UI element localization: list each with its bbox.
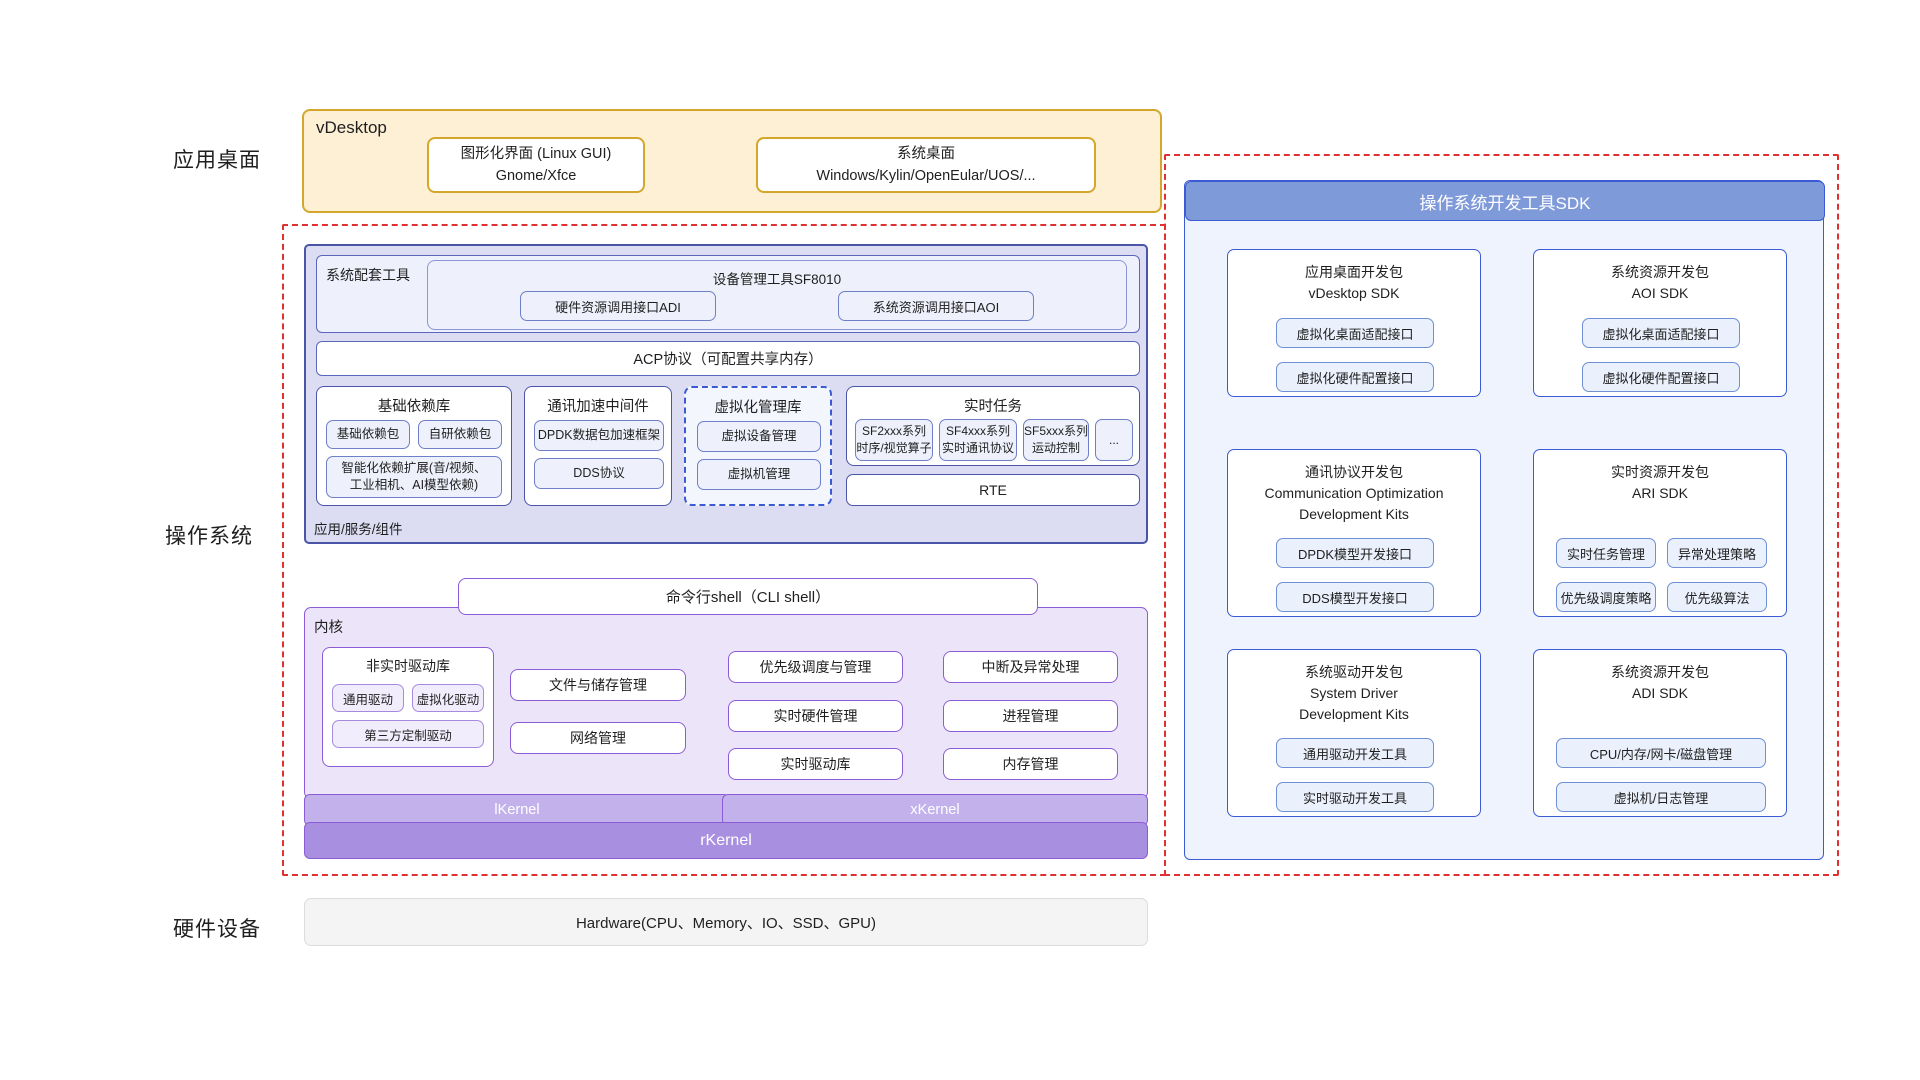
chip-sf2xxx-series[interactable]: SF2xxx系列 时序/视觉算子 [855,419,933,461]
chip-dpdk-framework[interactable]: DPDK数据包加速框架 [534,420,664,451]
sdk-card-adi-title: 系统资源开发包 ADI SDK [1611,664,1709,701]
sdk-card-ari: 实时资源开发包 ARI SDK 实时任务管理 异常处理策略 优先级调度策略 优先… [1533,449,1787,617]
rte-bar[interactable]: RTE [846,474,1140,506]
non-realtime-driver-title: 非实时驱动库 [366,658,450,674]
chip-virtual-device-management[interactable]: 虚拟设备管理 [697,421,821,452]
sdk-panel-header: 操作系统开发工具SDK [1185,181,1825,221]
sdk-chip-system-driver-0[interactable]: 通用驱动开发工具 [1276,738,1434,768]
device-manager-tool[interactable]: 设备管理工具SF8010 硬件资源调用接口ADI 系统资源调用接口AOI [427,260,1127,330]
library-virtualization-title: 虚拟化管理库 [714,400,802,416]
sdk-panel: 操作系统开发工具SDK 应用桌面开发包 vDesktop SDK 虚拟化桌面适配… [1184,180,1825,860]
chip-hardware-resource-adi[interactable]: 硬件资源调用接口ADI [520,291,716,321]
sdk-chip-ari-1[interactable]: 异常处理策略 [1667,538,1767,568]
chip-thirdparty-custom-driver[interactable]: 第三方定制驱动 [332,720,484,748]
box-file-storage-management[interactable]: 文件与储存管理 [510,669,686,701]
box-interrupt-exception[interactable]: 中断及异常处理 [943,651,1118,683]
row-label-operating-system: 操作系统 [165,525,253,548]
sdk-chip-adi-1[interactable]: 虚拟机/日志管理 [1556,782,1766,812]
chip-general-driver[interactable]: 通用驱动 [332,684,404,712]
acp-protocol-bar[interactable]: ACP协议（可配置共享内存） [316,341,1140,376]
system-supporting-tools-label: 系统配套工具 [326,267,410,283]
library-base-dependency-title: 基础依赖库 [377,399,451,415]
sdk-chip-aoi-0[interactable]: 虚拟化桌面适配接口 [1582,318,1740,348]
vdesktop-card-gui-line2: Gnome/Xfce [495,168,577,184]
realtime-tasks-title: 实时任务 [964,399,1022,415]
box-realtime-driver-lib[interactable]: 实时驱动库 [728,748,903,780]
sdk-chip-ari-0[interactable]: 实时任务管理 [1556,538,1656,568]
band-rkernel[interactable]: rKernel [304,822,1148,859]
box-realtime-hardware[interactable]: 实时硬件管理 [728,700,903,732]
row-label-application-desktop: 应用桌面 [173,149,261,172]
hardware-bar: Hardware(CPU、Memory、IO、SSD、GPU) [304,898,1148,946]
sdk-card-adi: 系统资源开发包 ADI SDK CPU/内存/网卡/磁盘管理 虚拟机/日志管理 [1533,649,1787,817]
row-label-hardware-devices: 硬件设备 [173,918,261,941]
sdk-card-vdesktop-title: 应用桌面开发包 vDesktop SDK [1305,264,1403,301]
vdesktop-title: vDesktop [316,118,387,137]
sdk-chip-adi-0[interactable]: CPU/内存/网卡/磁盘管理 [1556,738,1766,768]
chip-sf4xxx-series[interactable]: SF4xxx系列 实时通讯协议 [939,419,1017,461]
kernel-panel: 内核 非实时驱动库 通用驱动 虚拟化驱动 第三方定制驱动 文件与储存管理 网络管… [304,607,1148,799]
kernel-label: 内核 [314,620,343,636]
chip-more-ellipsis[interactable]: ... [1095,419,1133,461]
realtime-tasks-group: 实时任务 SF2xxx系列 时序/视觉算子 SF4xxx系列 实时通讯协议 SF… [846,386,1140,466]
sdk-chip-communication-1[interactable]: DDS模型开发接口 [1276,582,1434,612]
sdk-chip-communication-0[interactable]: DPDK模型开发接口 [1276,538,1434,568]
sdk-card-vdesktop: 应用桌面开发包 vDesktop SDK 虚拟化桌面适配接口 虚拟化硬件配置接口 [1227,249,1481,397]
sdk-chip-ari-3[interactable]: 优先级算法 [1667,582,1767,612]
library-communication-middleware: 通讯加速中间件 DPDK数据包加速框架 DDS协议 [524,386,672,506]
vdesktop-panel: vDesktop 图形化界面 (Linux GUI) Gnome/Xfce 系统… [302,109,1162,213]
chip-self-developed-package[interactable]: 自研依赖包 [418,420,502,449]
vdesktop-card-gui[interactable]: 图形化界面 (Linux GUI) Gnome/Xfce [427,137,645,193]
system-supporting-tools: 系统配套工具 设备管理工具SF8010 硬件资源调用接口ADI 系统资源调用接口… [316,255,1140,333]
chip-base-package[interactable]: 基础依赖包 [326,420,410,449]
sdk-card-system-driver-title: 系统驱动开发包 System Driver Development Kits [1299,664,1409,722]
sdk-card-communication: 通讯协议开发包 Communication Optimization Devel… [1227,449,1481,617]
cli-shell-bar[interactable]: 命令行shell（CLI shell） [458,578,1038,615]
library-communication-title: 通讯加速中间件 [547,399,649,415]
vdesktop-card-system-desktop[interactable]: 系统桌面 Windows/Kylin/OpenEular/UOS/... [756,137,1096,193]
library-virtualization-management: 虚拟化管理库 虚拟设备管理 虚拟机管理 [684,386,832,506]
device-manager-title: 设备管理工具SF8010 [712,272,842,287]
chip-system-resource-aoi[interactable]: 系统资源调用接口AOI [838,291,1034,321]
library-base-dependency: 基础依赖库 基础依赖包 自研依赖包 智能化依赖扩展(音/视频、 工业相机、AI模… [316,386,512,506]
box-process-management[interactable]: 进程管理 [943,700,1118,732]
chip-virtual-machine-management[interactable]: 虚拟机管理 [697,459,821,490]
sdk-card-communication-title: 通讯协议开发包 Communication Optimization Devel… [1264,464,1444,522]
vdesktop-card-system-line2: Windows/Kylin/OpenEular/UOS/... [816,168,1036,184]
box-memory-management[interactable]: 内存管理 [943,748,1118,780]
chip-virtualization-driver[interactable]: 虚拟化驱动 [412,684,484,712]
sdk-card-aoi-title: 系统资源开发包 AOI SDK [1611,264,1709,301]
sdk-chip-system-driver-1[interactable]: 实时驱动开发工具 [1276,782,1434,812]
sdk-card-system-driver: 系统驱动开发包 System Driver Development Kits 通… [1227,649,1481,817]
box-network-management[interactable]: 网络管理 [510,722,686,754]
sdk-group-outline [1164,154,1839,876]
os-panel-footer-label: 应用/服务/组件 [314,522,403,537]
chip-dds-protocol[interactable]: DDS协议 [534,458,664,489]
sdk-chip-vdesktop-1[interactable]: 虚拟化硬件配置接口 [1276,362,1434,392]
chip-ai-dependency-extension[interactable]: 智能化依赖扩展(音/视频、 工业相机、AI模型依赖) [326,456,502,498]
vdesktop-card-gui-line1: 图形化界面 (Linux GUI) [460,145,612,162]
sdk-chip-vdesktop-0[interactable]: 虚拟化桌面适配接口 [1276,318,1434,348]
os-services-panel: 系统配套工具 设备管理工具SF8010 硬件资源调用接口ADI 系统资源调用接口… [304,244,1148,544]
sdk-card-aoi: 系统资源开发包 AOI SDK 虚拟化桌面适配接口 虚拟化硬件配置接口 [1533,249,1787,397]
non-realtime-driver-library: 非实时驱动库 通用驱动 虚拟化驱动 第三方定制驱动 [322,647,494,767]
sdk-card-ari-title: 实时资源开发包 ARI SDK [1611,464,1709,501]
sdk-chip-aoi-1[interactable]: 虚拟化硬件配置接口 [1582,362,1740,392]
box-priority-scheduling[interactable]: 优先级调度与管理 [728,651,903,683]
vdesktop-card-system-line1: 系统桌面 [897,145,955,162]
chip-sf5xxx-series[interactable]: SF5xxx系列 运动控制 [1023,419,1089,461]
sdk-chip-ari-2[interactable]: 优先级调度策略 [1556,582,1656,612]
